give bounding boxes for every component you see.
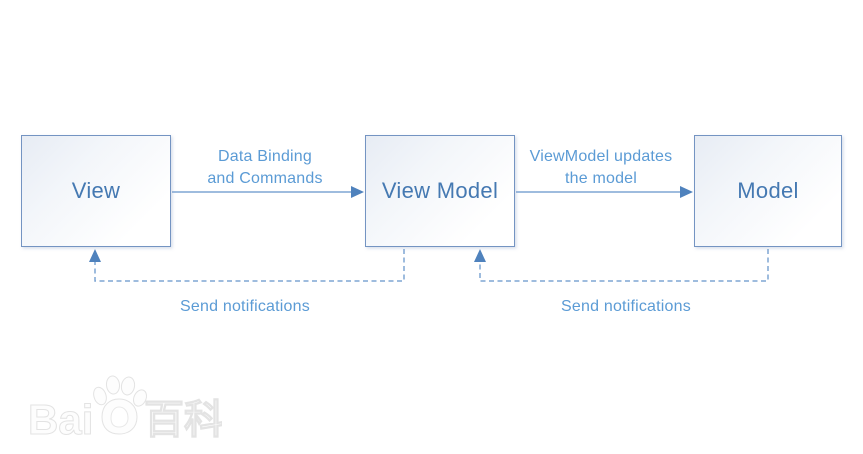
node-view-model: View Model <box>365 135 515 247</box>
edge-model-to-viewmodel-arrowhead-icon <box>474 249 486 262</box>
edge-label-send-notifications-right: Send notifications <box>561 298 691 315</box>
edge-label-viewmodel-updates: ViewModel updates the model <box>501 146 701 190</box>
edge-viewmodel-to-view-dashed-line <box>94 249 405 282</box>
node-view-label: View <box>71 178 121 203</box>
edge-viewmodel-to-view-arrowhead-icon <box>89 249 101 262</box>
node-model: Model <box>694 135 842 247</box>
baidu-baike-watermark: Bai 百科 <box>28 375 222 444</box>
edge-model-to-viewmodel-dashed-line <box>479 249 769 282</box>
watermark-cjk-text: 百科 <box>144 398 222 442</box>
baidu-paw-icon <box>93 375 147 435</box>
edge-label-send-notifications-left: Send notifications <box>180 298 310 315</box>
edge-label-data-binding-line1: Data Binding <box>217 148 313 165</box>
edge-label-viewmodel-updates-line1: ViewModel updates <box>529 148 673 165</box>
edge-label-data-binding: Data Binding and Commands <box>165 146 365 190</box>
edge-label-data-binding-line2: and Commands <box>207 170 323 187</box>
watermark-latin-text: Bai <box>28 396 93 443</box>
node-view: View <box>21 135 171 247</box>
edge-label-viewmodel-updates-line2: the model <box>564 170 638 187</box>
node-model-label: Model <box>737 178 799 203</box>
node-view-model-label: View Model <box>381 178 499 203</box>
